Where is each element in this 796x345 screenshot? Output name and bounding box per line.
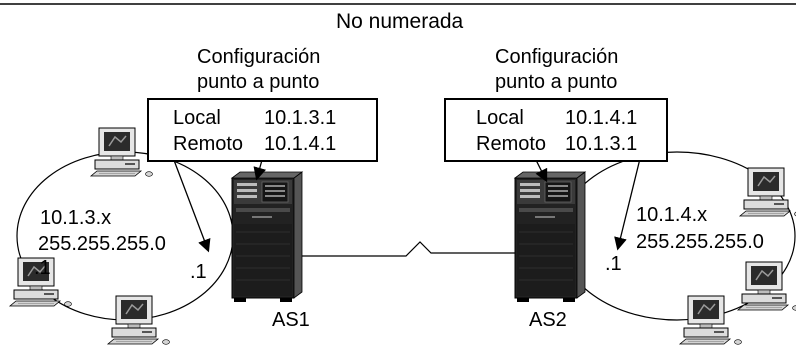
host-addr-left-pc: .1 [34, 257, 51, 279]
server-as2-icon [514, 171, 586, 303]
config-title-left-2: punto a punto [197, 71, 320, 93]
remote-ip-left: 10.1.4.1 [264, 133, 337, 155]
mask-left: 255.255.255.0 [38, 233, 166, 255]
server-name-as1: AS1 [272, 309, 310, 331]
pc-icon [107, 295, 171, 345]
pc-icon [737, 261, 796, 312]
config-title-right-1: Configuración [495, 46, 619, 68]
host-addr-left-server: .1 [190, 261, 207, 283]
pc-icon [90, 127, 154, 178]
wan-link [299, 241, 517, 257]
remote-ip-right: 10.1.3.1 [565, 133, 638, 155]
pc-icon [679, 295, 743, 345]
remote-label-left: Remoto [173, 133, 244, 155]
local-label-right: Local [476, 107, 524, 129]
mask-right: 255.255.255.0 [636, 231, 764, 253]
config-box-left: Local 10.1.3.1 Remoto 10.1.4.1 [147, 98, 378, 162]
local-ip-left: 10.1.3.1 [264, 107, 337, 129]
remote-label-right: Remoto [476, 133, 547, 155]
arrow-remote-left [253, 159, 267, 181]
config-title-left-1: Configuración [197, 46, 321, 68]
host-addr-right: .1 [605, 253, 622, 275]
server-as1-icon [231, 171, 303, 303]
local-label-left: Local [173, 107, 221, 129]
network-right: 10.1.4.x [636, 204, 708, 226]
network-left: 10.1.3.x [40, 207, 112, 229]
server-name-as2: AS2 [529, 309, 567, 331]
local-ip-right: 10.1.4.1 [565, 107, 638, 129]
pc-icon [739, 167, 796, 218]
config-title-right-2: punto a punto [495, 71, 618, 93]
diagram-title: No numerada [336, 10, 464, 33]
config-box-right: Local 10.1.4.1 Remoto 10.1.3.1 [444, 98, 668, 162]
